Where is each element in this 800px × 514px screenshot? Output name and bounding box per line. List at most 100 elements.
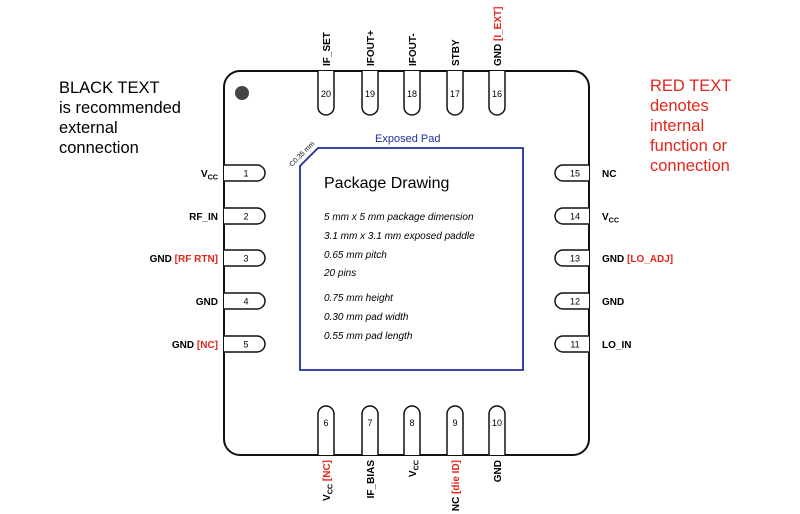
spec-line: 0.65 mm pitch [324, 250, 387, 261]
pin-name: IF_SET [322, 32, 333, 66]
pin-name: GND [172, 340, 194, 351]
legend-black-line: is recommended [59, 99, 181, 117]
pin-number: 20 [321, 89, 331, 99]
spec-line: 5 mm x 5 mm package dimension [324, 212, 474, 223]
pin-11: 11 LO_IN [554, 335, 631, 353]
pin-18: 18 IFOUT- [403, 33, 421, 116]
pin-label: GND [493, 460, 504, 482]
pin-label: NC [602, 169, 616, 180]
pin-name: LO_IN [602, 340, 631, 351]
pin-number: 2 [243, 212, 248, 222]
pin-7: 7IF_BIAS [361, 405, 379, 499]
pin-internal-function: [RF RTN] [172, 254, 218, 265]
pin-name: GND [150, 254, 172, 265]
drawing-title: Package Drawing [324, 175, 449, 192]
pin-14: 14 VCC [554, 207, 619, 225]
pin-number: 10 [492, 418, 502, 428]
pin-pad [554, 335, 589, 353]
pin-pad [317, 405, 335, 455]
exposed-pad-outline [299, 147, 524, 371]
pin-label-rotated: GND [I_EXT] [493, 7, 504, 66]
pin-label-rotated: STBY [451, 39, 462, 66]
pin-pad [224, 249, 266, 267]
legend-black-line: BLACK TEXT [59, 79, 160, 97]
pin-name: STBY [451, 39, 462, 66]
pin-name: NC [602, 169, 616, 180]
pin-name: V [408, 470, 419, 477]
pin-16: 16 GND [I_EXT] [488, 7, 506, 116]
pin-number: 11 [570, 340, 579, 350]
pin-label: VCC [602, 212, 619, 225]
pin-pad [446, 405, 464, 455]
pin-label-rotated: IFOUT- [408, 33, 419, 66]
pin1-indicator-dot [235, 86, 249, 100]
spec-line: 0.75 mm height [324, 293, 394, 304]
spec-line: 0.30 mm pad width [324, 312, 409, 323]
legend-black-line: external [59, 119, 118, 137]
pin-label-rotated: VCC [408, 460, 421, 477]
pin-20: 20 IF_SET [317, 32, 335, 116]
pin-pad [554, 164, 589, 182]
pin-label-rotated: IF_BIAS [366, 460, 377, 499]
pin-13: 13 GND [LO_ADJ] [554, 249, 673, 267]
legend-red-line: connection [650, 157, 730, 175]
pin-name-subscript: CC [609, 216, 619, 225]
pin-number: 1 [243, 169, 248, 179]
legend-red-line: denotes [650, 97, 709, 115]
pin-number: 4 [243, 297, 248, 307]
pin-pad [554, 292, 589, 310]
pin-number: 5 [243, 340, 248, 350]
legend-black-text: BLACK TEXT is recommended external conne… [59, 78, 181, 158]
pin-label-rotated: IF_SET [322, 32, 333, 66]
pin-label-rotated: IFOUT+ [366, 30, 377, 66]
pin-3: 3 GND [RF RTN] [150, 249, 266, 267]
pin-internal-function: [LO_ADJ] [624, 254, 673, 265]
pin-pad [224, 292, 266, 310]
pin-number: 7 [367, 418, 372, 428]
legend-black-line: connection [59, 139, 139, 157]
pin-number: 12 [570, 297, 580, 307]
pin-number: 14 [570, 212, 580, 222]
pin-name: GND [602, 297, 624, 308]
pin-pad [224, 207, 266, 225]
pin-pad [446, 71, 464, 116]
pin-pad [224, 335, 266, 353]
pin-name: IFOUT- [408, 33, 419, 66]
spec-line: 20 pins [323, 268, 356, 279]
pin-1: 1 VCC [201, 164, 266, 182]
pin-name: GND [196, 297, 218, 308]
pin-label: GND [RF RTN] [150, 254, 218, 265]
pin-label: GND [602, 297, 624, 308]
pin-pad [361, 405, 379, 455]
pin-label: VCC [408, 460, 421, 477]
pin-pad [224, 164, 266, 182]
pin-number: 6 [323, 418, 328, 428]
pin-label: IF_BIAS [366, 460, 377, 499]
exposed-pad-label: Exposed Pad [375, 133, 440, 145]
pin-9: 9NC [die ID] [446, 405, 464, 511]
pin-pad [488, 405, 506, 455]
pin-12: 12 GND [554, 292, 624, 310]
pin-number: 13 [570, 254, 580, 264]
pin-number: 18 [407, 89, 417, 99]
pin-name: IF_BIAS [366, 460, 377, 499]
pin-label: VCC [NC] [322, 460, 335, 501]
pin-label: GND [LO_ADJ] [602, 254, 673, 265]
pin-4: 4 GND [196, 292, 266, 310]
legend-red-text: RED TEXT denotes internal function or co… [650, 76, 731, 176]
pin-number: 16 [492, 89, 502, 99]
pin-pad [554, 249, 589, 267]
pin-name: GND [602, 254, 624, 265]
pin-number: 3 [243, 254, 248, 264]
pin-number: 8 [409, 418, 414, 428]
pin-label: LO_IN [602, 340, 631, 351]
pin-internal-function: [die ID] [451, 460, 462, 497]
pin-label: VCC [201, 169, 218, 182]
